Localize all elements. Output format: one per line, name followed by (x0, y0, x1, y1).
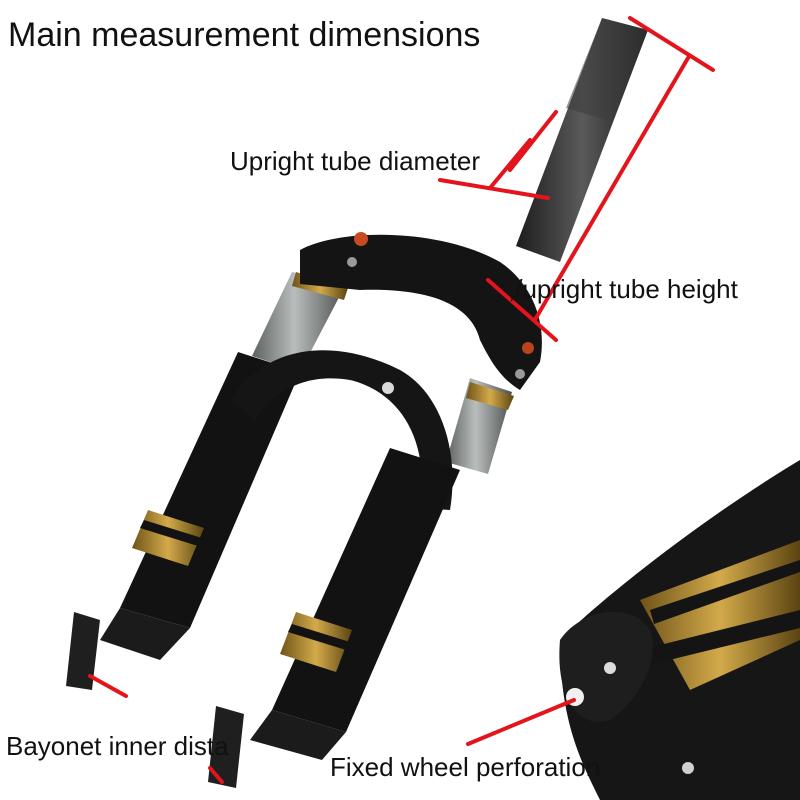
bayonet-leader-2 (208, 766, 224, 784)
left-lower-leg (66, 352, 300, 690)
diameter-tick-2 (488, 138, 532, 190)
diameter-tick-1 (508, 110, 558, 172)
label-upright-tube-height: ,/upright tube height (508, 274, 738, 304)
perforation-leader (466, 698, 576, 746)
diameter-leader (438, 178, 550, 200)
fork-arch (230, 350, 453, 510)
steerer-tube (516, 18, 648, 262)
measure-markers (88, 16, 715, 784)
label-fixed-wheel-perforation: Fixed wheel perforation (330, 752, 601, 782)
dropout-closeup (559, 460, 800, 800)
bayonet-leader-1 (88, 674, 128, 698)
right-stanchion (446, 378, 514, 474)
fork-crown (300, 232, 542, 390)
label-bayonet-inner-distance: Bayonet inner dista (6, 731, 229, 761)
height-bracket-top (628, 16, 715, 72)
right-lower-leg (208, 448, 460, 788)
height-dimension-line (534, 56, 690, 320)
label-upright-tube-diameter: Upright tube diameter (230, 146, 481, 176)
height-bracket-bottom (486, 278, 558, 342)
page-title: Main measurement dimensions (8, 16, 481, 54)
